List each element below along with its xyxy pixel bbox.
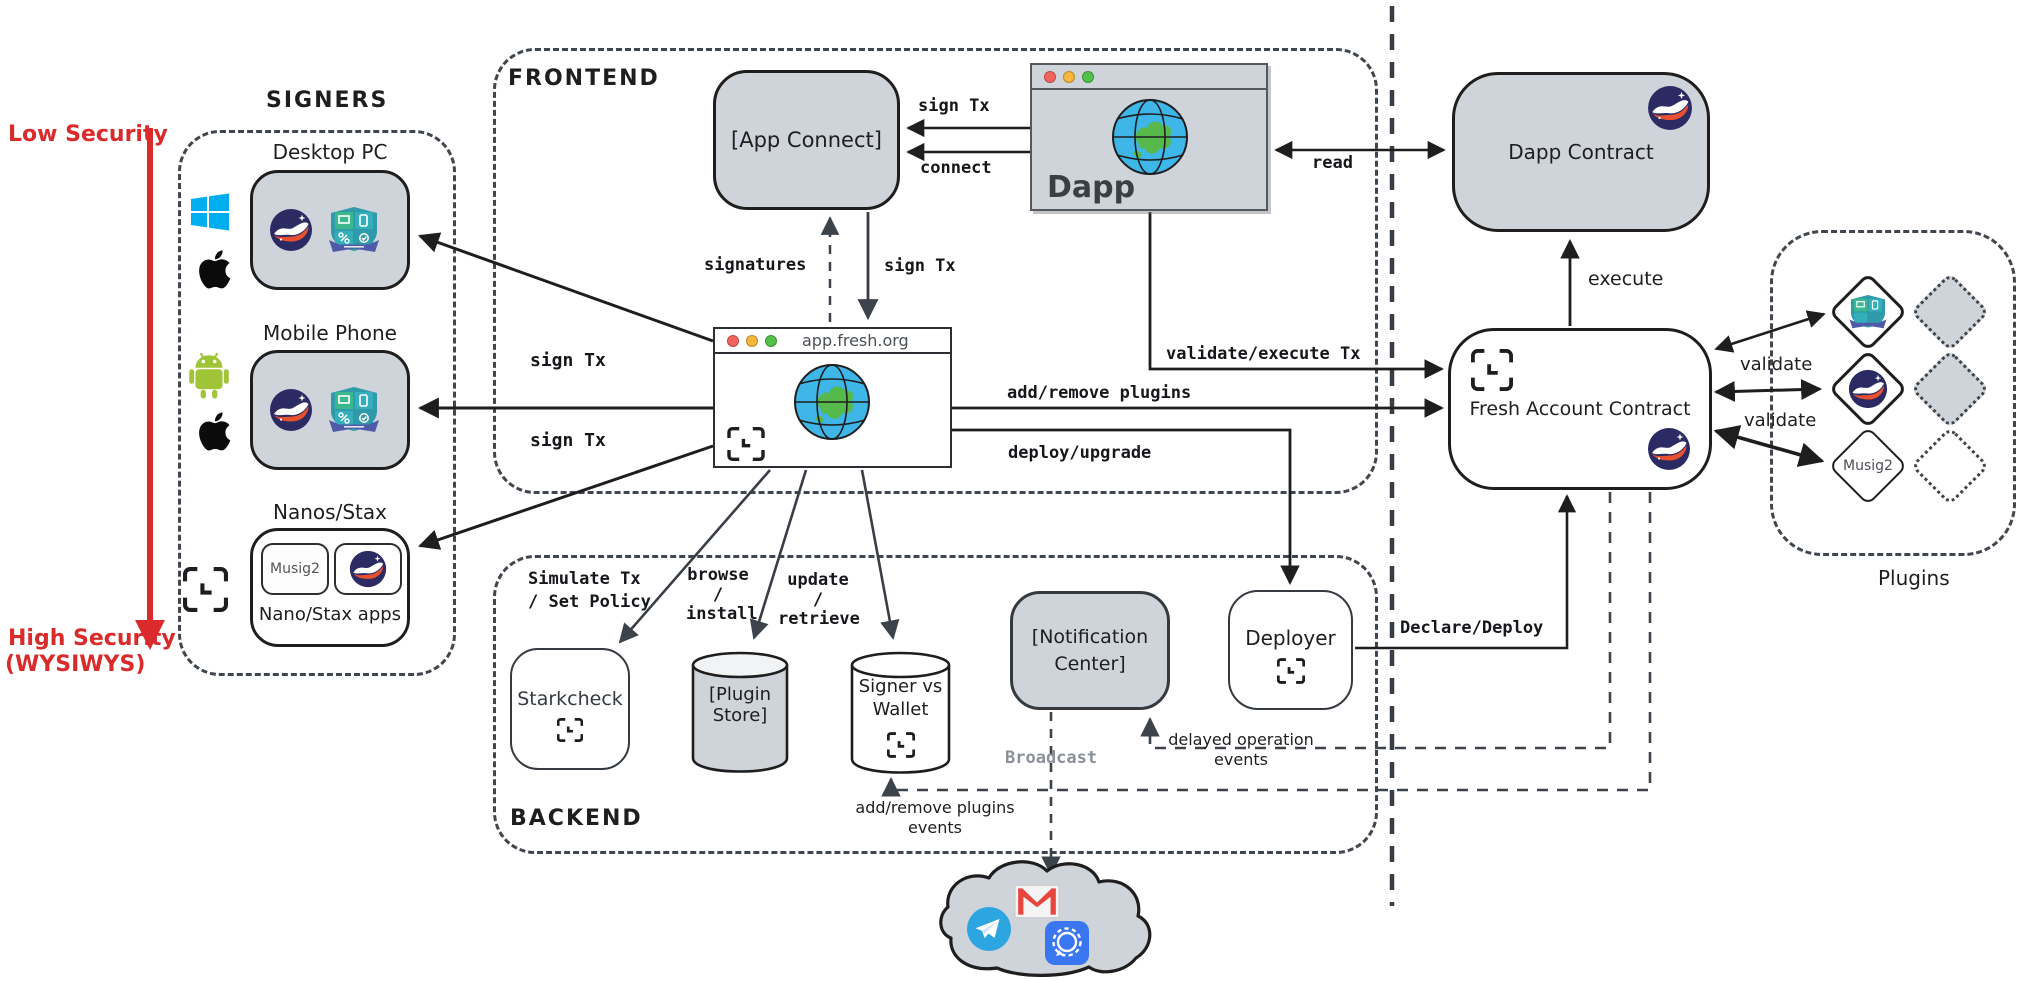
certified-badge-icon-plugin: [1849, 294, 1887, 329]
fresh-wallet-icon-nanos: [349, 550, 387, 588]
plugin-diamond-badge: [1828, 272, 1908, 352]
dapp-window-titlebar: [1032, 65, 1266, 90]
fresh-account-contract-box: Fresh Account Contract: [1448, 328, 1712, 490]
dapp-contract-box: Dapp Contract: [1452, 72, 1710, 232]
deployer-box: Deployer: [1228, 590, 1353, 710]
plugin-store-label: [Plugin Store]: [708, 684, 772, 726]
low-security-label: Low Security: [8, 122, 168, 147]
app-connect-box: [App Connect]: [713, 70, 900, 210]
ledger-icon-fresh-window: [727, 427, 765, 461]
apple-icon-mobile: [194, 408, 232, 454]
gmail-icon: [1014, 884, 1060, 919]
fresh-app-chip: [334, 543, 402, 595]
plugin-diamond-fresh: [1828, 349, 1908, 429]
traffic-red-icon-2: [727, 334, 739, 347]
label-signatures: signatures: [704, 255, 807, 275]
ledger-icon-nanos: [183, 567, 228, 612]
notification-center-label: [Notification Center]: [1031, 625, 1149, 675]
label-update-retrieve: update / retrieve: [778, 570, 860, 630]
fresh-window-url: app.fresh.org: [802, 331, 909, 350]
label-validate-execute: validate/execute Tx: [1166, 344, 1361, 364]
fresh-logo-fresh-account: [1648, 428, 1690, 470]
label-read: read: [1312, 153, 1353, 173]
plugins-title: Plugins: [1878, 566, 1950, 590]
fresh-logo-plugin: [1848, 369, 1888, 409]
label-simulate-policy: Simulate Tx / Set Policy: [528, 569, 651, 612]
ledger-icon-fresh-account: [1471, 349, 1513, 391]
starkcheck-box: Starkcheck: [510, 648, 630, 770]
musig2-chip: Musig2: [261, 543, 329, 595]
desktop-pc-label: Desktop PC: [272, 140, 388, 164]
fresh-wallet-icon: [269, 208, 313, 252]
android-icon: [187, 350, 231, 400]
app-connect-label: [App Connect]: [731, 128, 882, 152]
plugin-store-cylinder: [Plugin Store]: [690, 648, 790, 774]
ledger-icon-starkcheck: [557, 718, 583, 742]
frontend-title: FRONTEND: [508, 66, 660, 91]
label-sign-tx-desktop: sign Tx: [530, 350, 606, 371]
label-execute: execute: [1588, 268, 1664, 290]
dapp-contract-label: Dapp Contract: [1508, 140, 1654, 164]
label-delayed-events: delayed operation events: [1168, 730, 1314, 769]
nanos-apps-label: Nano/Stax apps: [258, 604, 402, 625]
certified-badge-icon-mobile: [327, 386, 381, 434]
traffic-red-icon: [1044, 70, 1056, 83]
traffic-green-icon: [1082, 70, 1094, 83]
backend-title: BACKEND: [510, 806, 643, 831]
windows-icon: [189, 192, 231, 232]
mobile-phone-label: Mobile Phone: [263, 321, 397, 345]
ledger-icon-deployer: [1276, 658, 1305, 684]
label-add-remove-events: add/remove plugins events: [855, 798, 1015, 837]
signers-title: SIGNERS: [266, 88, 389, 113]
ledger-icon-signer-wallet: [887, 732, 915, 758]
label-validate-lower: validate: [1744, 410, 1817, 431]
fresh-logo-dapp-contract: [1648, 86, 1692, 130]
signal-icon: [1044, 920, 1090, 966]
deployer-label: Deployer: [1245, 626, 1336, 650]
label-broadcast: Broadcast: [1005, 748, 1098, 768]
label-sign-tx-mobile: sign Tx: [530, 430, 606, 451]
high-security-label: High Security: [8, 626, 176, 651]
label-browse-install: browse / install: [686, 565, 758, 625]
fresh-app-window: app.fresh.org: [713, 327, 952, 468]
fresh-window-titlebar: app.fresh.org: [715, 329, 950, 354]
signer-vs-wallet-cylinder: Signer vs Wallet: [849, 648, 952, 775]
traffic-yellow-icon: [1063, 70, 1075, 83]
globe-icon-dapp: [1112, 99, 1188, 175]
musig2-chip-label: Musig2: [270, 561, 320, 577]
notification-center-box: [Notification Center]: [1010, 591, 1170, 710]
high-security-sublabel: (WYSIWYS): [5, 652, 146, 677]
apple-icon: [194, 246, 232, 292]
label-sign-tx-dapp: sign Tx: [918, 96, 990, 116]
nanos-stax-label: Nanos/Stax: [273, 500, 387, 524]
dapp-window: Dapp: [1030, 63, 1268, 211]
label-connect: connect: [920, 158, 992, 178]
signer-vs-wallet-label: Signer vs Wallet: [858, 676, 943, 720]
fresh-wallet-icon-mobile: [269, 388, 313, 432]
fresh-account-contract-label: Fresh Account Contract: [1469, 398, 1691, 420]
globe-icon-fresh: [794, 364, 870, 440]
label-deploy-upgrade: deploy/upgrade: [1008, 443, 1152, 463]
telegram-icon: [966, 906, 1012, 952]
plugin-musig2-label: Musig2: [1843, 458, 1893, 474]
label-sign-tx-appconnect: sign Tx: [884, 256, 956, 276]
dapp-window-label: Dapp: [1047, 170, 1136, 205]
label-declare-deploy: Declare/Deploy: [1400, 618, 1544, 638]
certified-badge-icon: [327, 206, 381, 254]
traffic-yellow-icon-2: [746, 334, 758, 347]
label-validate-upper: validate: [1740, 354, 1813, 375]
signers-zone: [178, 130, 456, 676]
traffic-green-icon-2: [765, 334, 777, 347]
starkcheck-label: Starkcheck: [517, 688, 623, 710]
label-add-remove-plugins: add/remove plugins: [1007, 383, 1192, 403]
